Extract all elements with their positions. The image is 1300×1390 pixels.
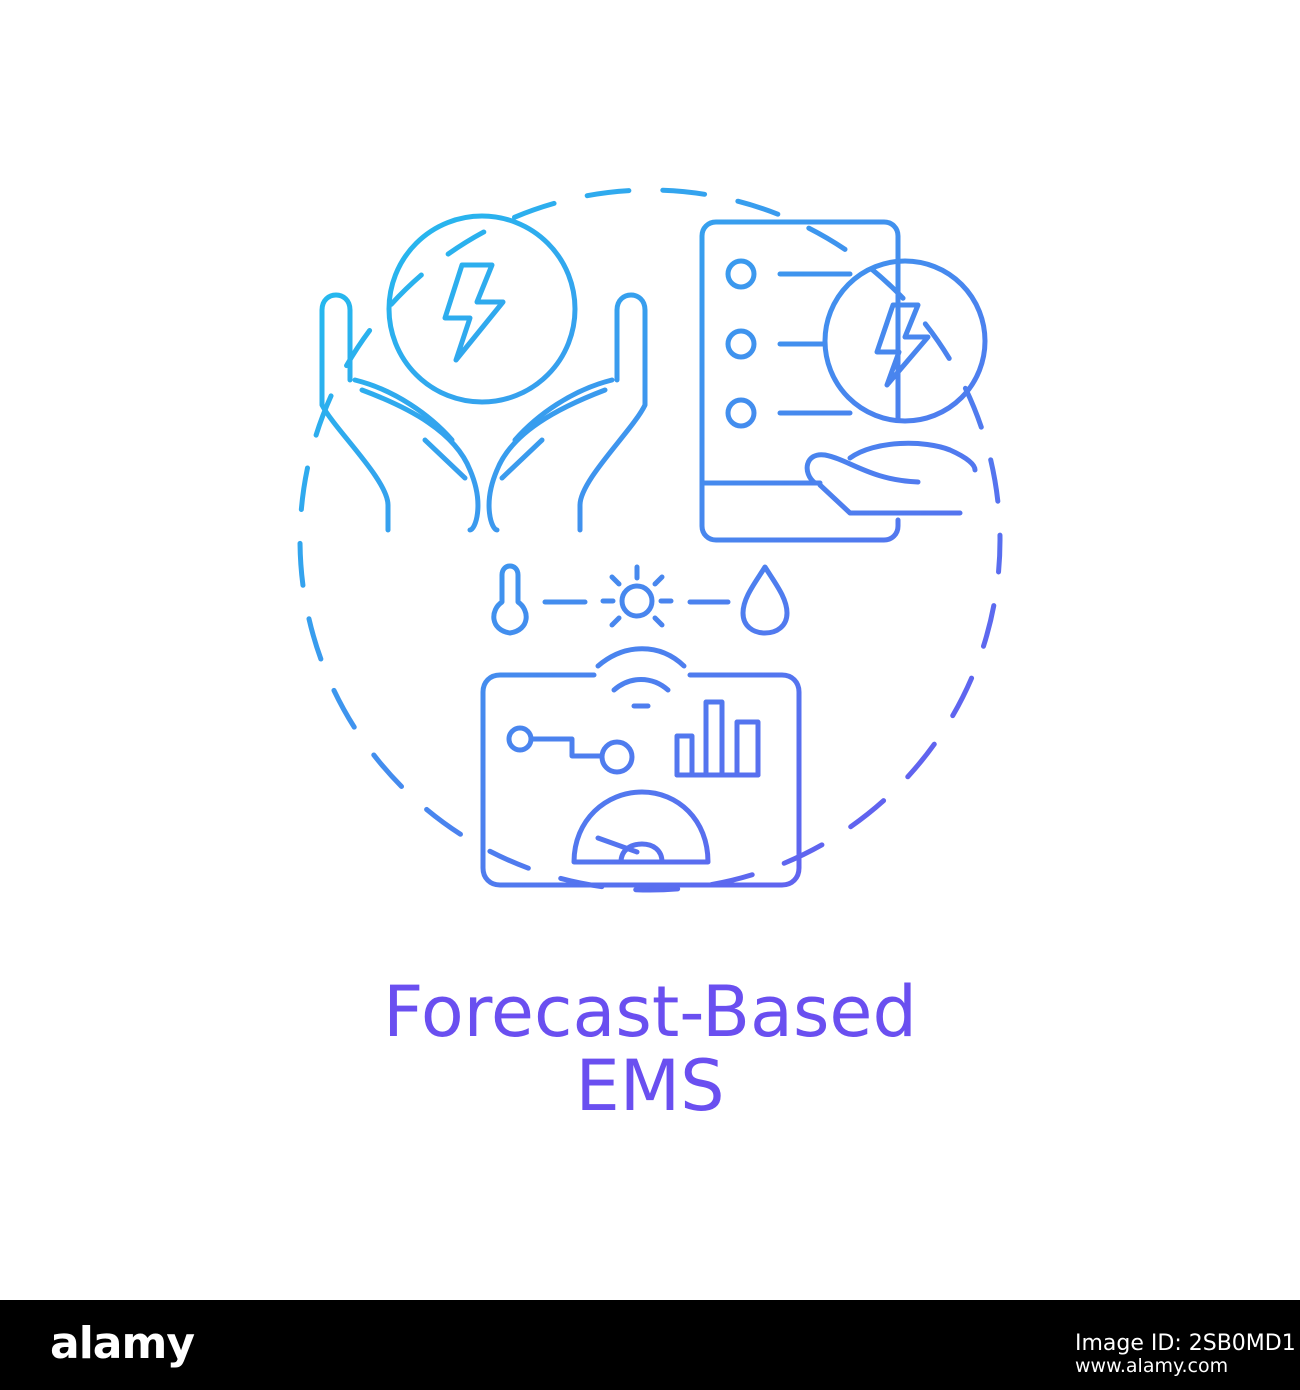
- site-url-label: www.alamy.com: [1075, 1355, 1229, 1377]
- gauge-icon: [571, 789, 711, 865]
- energy-checklist-icon: [699, 219, 988, 543]
- caption-line-2: EMS: [575, 1045, 725, 1127]
- image-id-label: Image ID: 2SB0MD1: [1075, 1331, 1296, 1356]
- thermometer-icon: [491, 563, 529, 636]
- water-drop-icon: [740, 564, 790, 636]
- dashed-circle-frame: [297, 187, 1003, 893]
- dashboard-panel-icon: [480, 672, 802, 888]
- bar-chart-icon: [674, 699, 761, 778]
- caption-title: Forecast-Based EMS: [0, 975, 1300, 1123]
- watermark-footer-bar: [0, 1300, 1300, 1390]
- caption-line-1: Forecast-Based: [383, 971, 917, 1053]
- forecast-ems-illustration: [297, 187, 1003, 893]
- alamy-logo: alamy: [50, 1318, 195, 1369]
- wifi-signal-icon: [595, 646, 687, 709]
- hands-holding-energy-icon: [319, 213, 648, 533]
- sun-icon: [600, 564, 674, 628]
